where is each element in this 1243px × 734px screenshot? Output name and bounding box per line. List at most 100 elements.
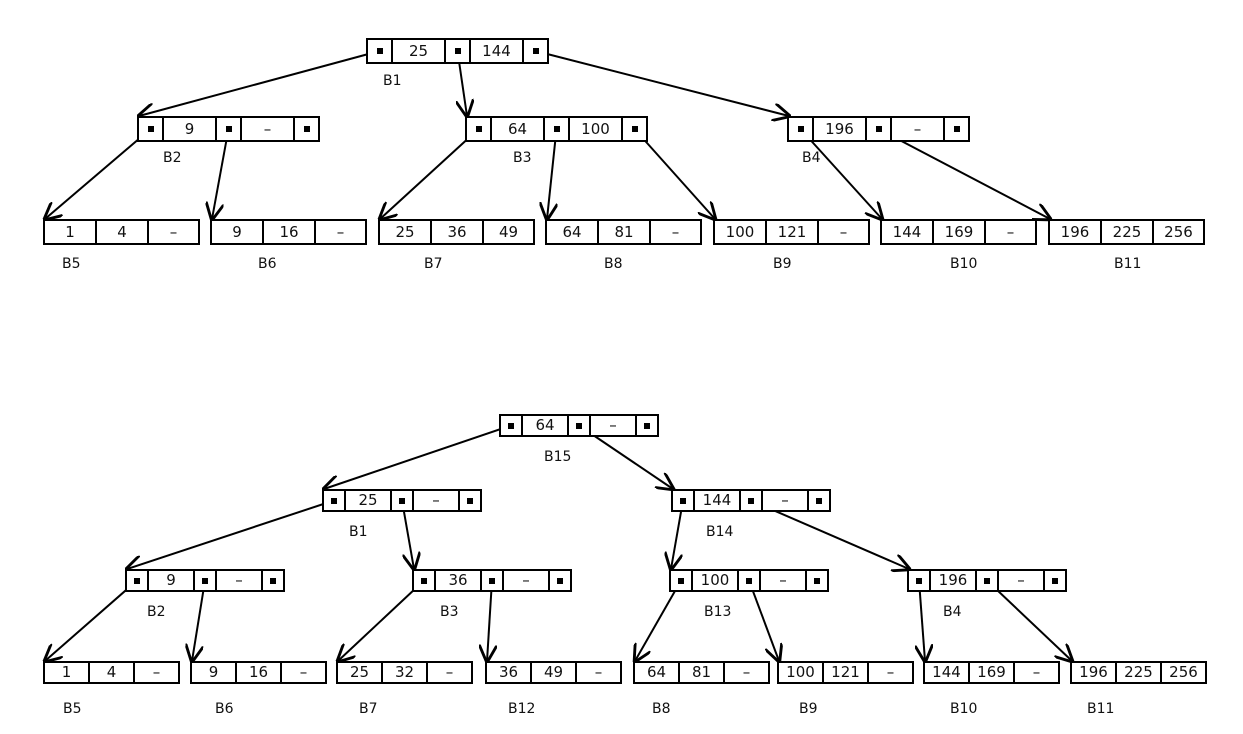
pointer-cell xyxy=(787,116,814,142)
pointer-cell xyxy=(975,569,999,592)
pointer-cell xyxy=(193,569,217,592)
pointer-cell xyxy=(567,414,591,437)
key-cell: 100 xyxy=(713,219,767,245)
key-cell: 25 xyxy=(344,489,392,512)
key-cell: 64 xyxy=(545,219,599,245)
pointer-cell xyxy=(543,116,570,142)
key-cell: 16 xyxy=(235,661,282,684)
node-label: B10 xyxy=(950,256,978,272)
key-cell: – xyxy=(984,219,1037,245)
edge-arrow xyxy=(380,128,480,219)
key-cell: 256 xyxy=(1160,661,1207,684)
key-cell: 100 xyxy=(777,661,824,684)
node-label: B9 xyxy=(799,701,818,717)
node-label: B5 xyxy=(62,256,81,272)
pointer-cell xyxy=(865,116,892,142)
node-label: B6 xyxy=(215,701,234,717)
key-cell: – xyxy=(997,569,1045,592)
key-cell: – xyxy=(314,219,367,245)
node-label: B5 xyxy=(63,701,82,717)
edge-arrow xyxy=(192,580,206,662)
pointer-cell xyxy=(293,116,320,142)
key-cell: 9 xyxy=(162,116,217,142)
node-label: B15 xyxy=(544,449,572,465)
node-label: B7 xyxy=(359,701,378,717)
key-cell: 9 xyxy=(210,219,264,245)
pointer-cell xyxy=(739,489,763,512)
pointer-cell xyxy=(412,569,436,592)
edge-arrow xyxy=(919,580,925,662)
key-cell: 100 xyxy=(691,569,739,592)
key-cell: – xyxy=(867,661,914,684)
node-label: B13 xyxy=(704,604,732,620)
key-cell: 25 xyxy=(378,219,432,245)
pointer-cell xyxy=(1043,569,1067,592)
key-cell: 36 xyxy=(485,661,532,684)
key-cell: 144 xyxy=(923,661,970,684)
key-cell: – xyxy=(723,661,770,684)
key-cell: – xyxy=(649,219,702,245)
key-cell: 4 xyxy=(88,661,135,684)
key-cell: 196 xyxy=(1048,219,1102,245)
key-cell: 81 xyxy=(678,661,725,684)
node-label: B7 xyxy=(424,256,443,272)
node-label: B12 xyxy=(508,701,536,717)
pointer-cell xyxy=(805,569,829,592)
pointer-cell xyxy=(621,116,648,142)
key-cell: 25 xyxy=(391,38,446,64)
key-cell: 196 xyxy=(812,116,867,142)
key-cell: – xyxy=(240,116,295,142)
key-cell: 81 xyxy=(597,219,651,245)
edge-arrow xyxy=(635,580,682,662)
node-label: B2 xyxy=(147,604,166,620)
edge-arrow xyxy=(799,128,883,219)
edge-arrow xyxy=(338,579,425,662)
key-cell: 64 xyxy=(521,414,569,437)
edge-arrow xyxy=(986,579,1072,662)
edge-arrow xyxy=(487,580,492,662)
pointer-cell xyxy=(366,38,393,64)
key-cell: 32 xyxy=(381,661,428,684)
key-cell: 9 xyxy=(190,661,237,684)
pointer-cell xyxy=(548,569,572,592)
key-cell: 64 xyxy=(490,116,545,142)
key-cell: 169 xyxy=(968,661,1015,684)
key-cell: – xyxy=(575,661,622,684)
key-cell: – xyxy=(589,414,637,437)
pointer-cell xyxy=(215,116,242,142)
pointer-cell xyxy=(671,489,695,512)
pointer-cell xyxy=(458,489,482,512)
node-label: B10 xyxy=(950,701,978,717)
key-cell: – xyxy=(426,661,473,684)
edge-arrow xyxy=(212,128,230,219)
key-cell: – xyxy=(761,489,809,512)
key-cell: 144 xyxy=(880,219,934,245)
key-cell: – xyxy=(890,116,945,142)
pointer-cell xyxy=(499,414,523,437)
edge-arrow xyxy=(127,499,335,570)
pointer-cell xyxy=(669,569,693,592)
key-cell: 36 xyxy=(434,569,482,592)
key-cell: 49 xyxy=(530,661,577,684)
node-label: B9 xyxy=(773,256,792,272)
pointer-cell xyxy=(943,116,970,142)
key-cell: 169 xyxy=(932,219,986,245)
pointer-cell xyxy=(907,569,931,592)
pointer-cell xyxy=(465,116,492,142)
key-cell: 196 xyxy=(1070,661,1117,684)
key-cell: 256 xyxy=(1152,219,1205,245)
key-cell: – xyxy=(1013,661,1060,684)
key-cell: – xyxy=(502,569,550,592)
key-cell: – xyxy=(133,661,180,684)
node-label: B4 xyxy=(802,150,821,166)
pointer-cell xyxy=(522,38,549,64)
edge-arrow xyxy=(45,579,138,662)
pointer-cell xyxy=(137,116,164,142)
key-cell: 4 xyxy=(95,219,149,245)
pointer-cell xyxy=(261,569,285,592)
node-label: B1 xyxy=(349,524,368,540)
key-cell: 121 xyxy=(765,219,819,245)
key-cell: 49 xyxy=(482,219,535,245)
edge-arrow xyxy=(535,50,790,116)
